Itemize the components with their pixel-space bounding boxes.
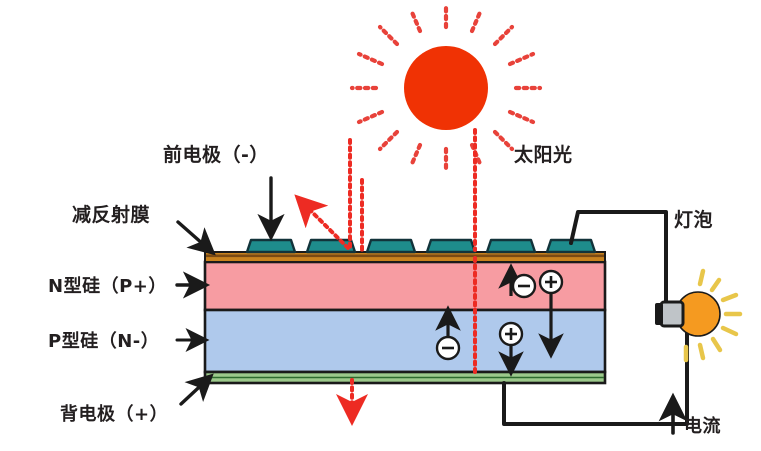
top-wire bbox=[569, 210, 668, 314]
hole-lower bbox=[498, 321, 524, 377]
circuit-wires bbox=[502, 210, 689, 426]
bulb-rays bbox=[683, 268, 743, 363]
bulb-cap bbox=[655, 303, 663, 325]
label-current: 电流 bbox=[684, 416, 721, 437]
finger-electrode bbox=[485, 238, 537, 254]
charge-carriers-group bbox=[435, 263, 564, 377]
sun-disc bbox=[404, 46, 488, 130]
electron-lower bbox=[435, 305, 461, 361]
label-p-type-silicon: P型硅（N-） bbox=[48, 331, 160, 352]
finger-electrode bbox=[545, 238, 597, 254]
finger-electrode bbox=[425, 238, 477, 254]
finger-electrode bbox=[365, 238, 417, 254]
p-type-silicon-layer bbox=[203, 308, 607, 374]
label-back-electrode: 背电极（+） bbox=[60, 404, 169, 425]
label-n-type-silicon: N型硅（P+） bbox=[48, 276, 167, 297]
label-sunlight: 太阳光 bbox=[514, 144, 573, 166]
label-anti-reflective-film: 减反射膜 bbox=[72, 204, 151, 226]
sun-rays bbox=[349, 1, 543, 175]
front-finger-electrodes bbox=[245, 238, 597, 254]
bulb-base bbox=[659, 300, 685, 328]
sun-group bbox=[349, 1, 543, 175]
electron-upper bbox=[498, 263, 537, 299]
label-front-electrode: 前电极（-） bbox=[163, 144, 269, 166]
reflected-ray bbox=[294, 194, 350, 250]
light-bulb-group bbox=[655, 268, 743, 363]
label-arrows bbox=[175, 176, 688, 435]
solar-cell-stack bbox=[203, 238, 607, 385]
back-electrode-arrow bbox=[179, 373, 214, 406]
finger-electrode bbox=[245, 238, 297, 254]
anti-reflective-film-dark-band bbox=[206, 254, 604, 258]
arc-film-arrow bbox=[176, 220, 216, 256]
label-lamp: 灯泡 bbox=[674, 209, 714, 231]
light-rays-group bbox=[294, 128, 477, 426]
bottom-wire bbox=[502, 316, 689, 426]
hole-upper bbox=[538, 269, 564, 359]
